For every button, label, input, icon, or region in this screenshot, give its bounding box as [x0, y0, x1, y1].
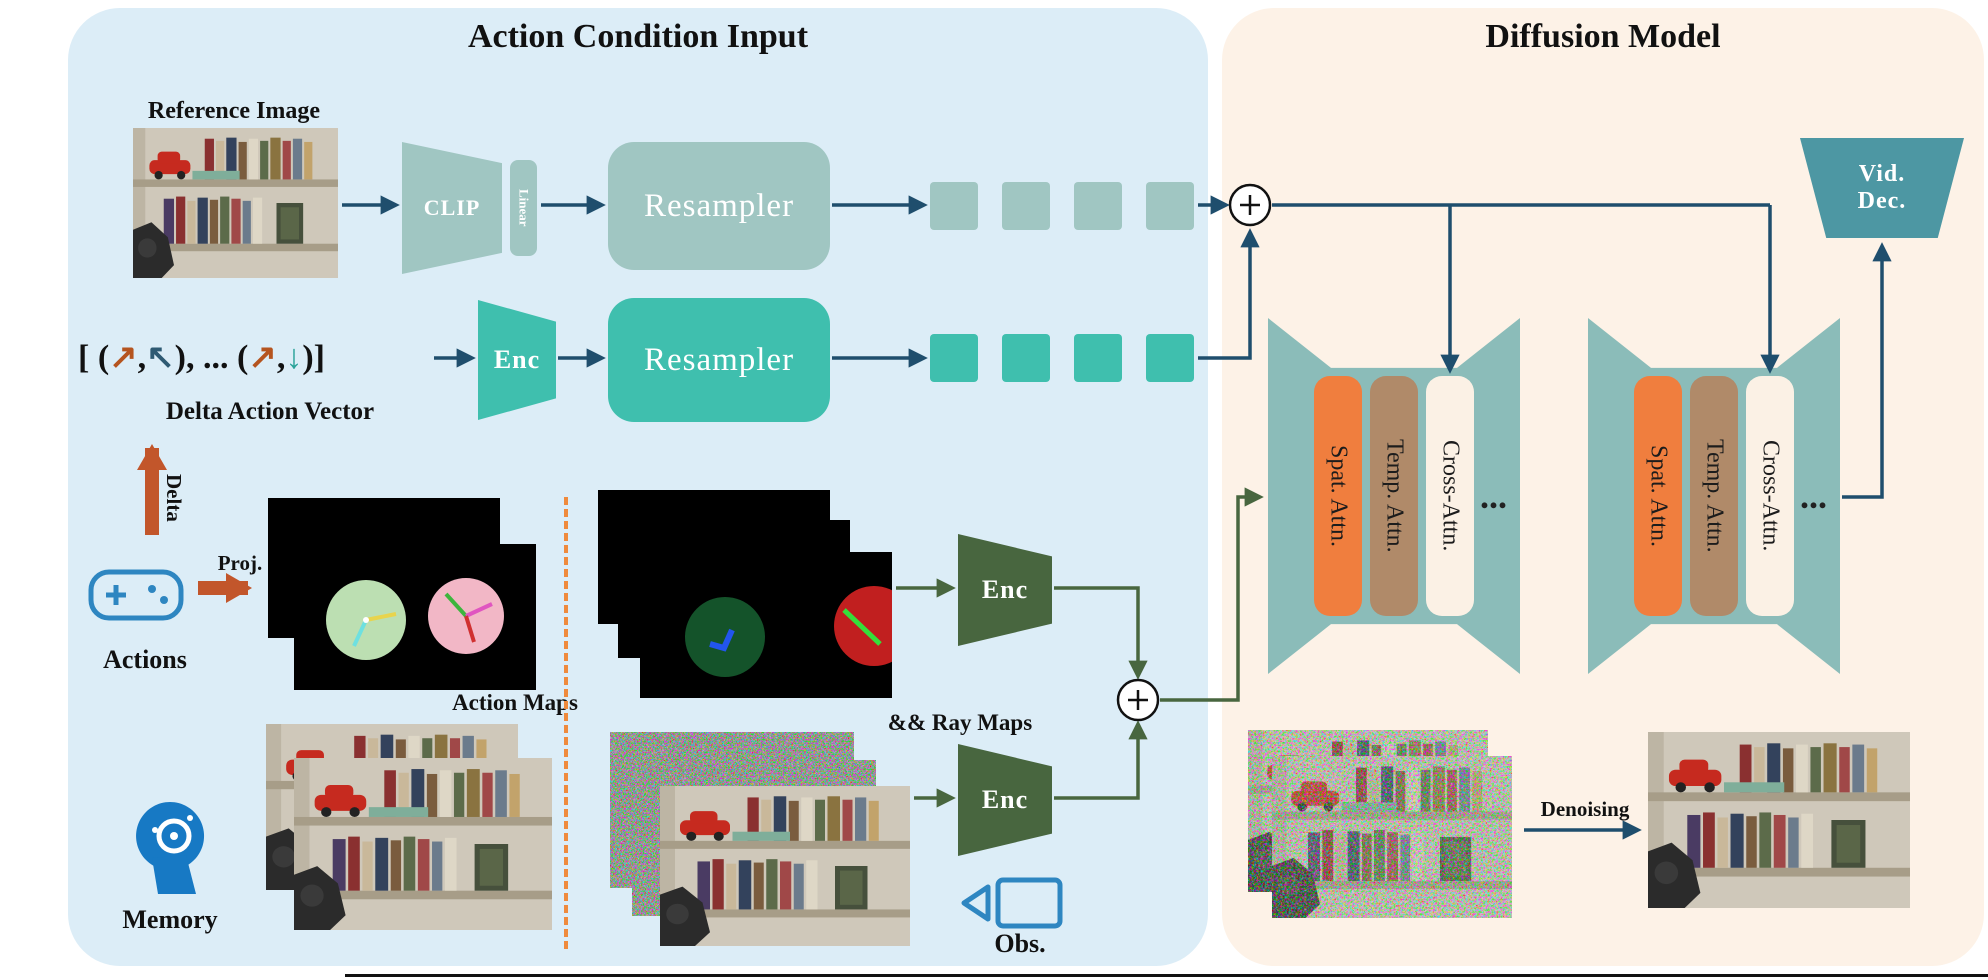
action-condition-title: Action Condition Input: [467, 18, 809, 55]
denoising-label: Denoising: [1540, 797, 1630, 821]
camera-icon: [960, 874, 1066, 932]
memory-label: Memory: [122, 905, 218, 934]
ellipsis-1: ...: [1480, 476, 1507, 516]
obs-encoder-label: Enc: [981, 785, 1029, 814]
linear-projection: Linear: [510, 160, 537, 256]
obs-photo-front: [660, 786, 910, 946]
ellipsis-mid: ), ... (: [174, 339, 249, 376]
ray-maps-label: && Ray Maps: [887, 710, 1033, 735]
ray-map-frame-front: [640, 552, 892, 698]
action-encoder-label: Enc: [493, 345, 541, 374]
image-token: [1074, 182, 1122, 230]
obs-encoder: Enc: [958, 744, 1052, 856]
spatial-attention-label: Spat. Attn.: [1325, 444, 1352, 547]
temporal-attention-label: Temp. Attn.: [1381, 439, 1408, 553]
action-token: [1146, 334, 1194, 382]
action-token: [930, 334, 978, 382]
actions-label: Actions: [103, 645, 187, 674]
ellipsis-2: ...: [1800, 476, 1827, 516]
temporal-attention-1: Temp. Attn.: [1370, 376, 1418, 616]
temporal-attention-label: Temp. Attn.: [1701, 439, 1728, 553]
action-resampler-label: Resampler: [643, 341, 795, 378]
ray-map-art: [685, 586, 892, 677]
obs-label: Obs.: [994, 929, 1046, 958]
game-controller-icon: [86, 556, 186, 632]
bracket-open: [ (: [78, 339, 110, 376]
delta-action-vector-label: Delta Action Vector: [165, 398, 375, 425]
memory-icon: [130, 800, 210, 896]
image-token: [1146, 182, 1194, 230]
temporal-attention-2: Temp. Attn.: [1690, 376, 1738, 616]
image-resampler: Resampler: [608, 142, 830, 270]
video-decoder-label-line2: Dec.: [1857, 188, 1907, 214]
bookshelf-photo-art: [133, 128, 338, 278]
proj-arrow-label: Proj.: [217, 551, 263, 575]
cross-attention-label: Cross-Attn.: [1757, 440, 1784, 552]
cross-attention-1: Cross-Attn.: [1426, 376, 1474, 616]
comma: ,: [137, 339, 147, 376]
video-decoder-label-line1: Vid.: [1858, 161, 1906, 187]
video-decoder: Vid. Dec.: [1800, 138, 1964, 238]
image-token: [930, 182, 978, 230]
reference-image: [133, 128, 338, 278]
spatial-attention-1: Spat. Attn.: [1314, 376, 1362, 616]
spatial-attention-label: Spat. Attn.: [1645, 444, 1672, 547]
spatial-attention-2: Spat. Attn.: [1634, 376, 1682, 616]
down-arrow-glyph: ↓: [285, 339, 303, 376]
action-maps-encoder-label: Enc: [981, 575, 1029, 604]
clip-encoder: CLIP: [402, 142, 502, 274]
reference-image-label: Reference Image: [147, 98, 321, 124]
dashed-divider: [564, 497, 568, 949]
linear-label: Linear: [516, 189, 532, 227]
cross-attention-label: Cross-Attn.: [1437, 440, 1464, 552]
clip-label: CLIP: [423, 195, 481, 220]
figure-bottom-rule: [345, 974, 1988, 977]
denoised-output-image: [1648, 732, 1910, 908]
noisy-latent-front: [1272, 756, 1512, 918]
bracket-close: )]: [302, 339, 325, 376]
cross-attention-2: Cross-Attn.: [1746, 376, 1794, 616]
action-maps-encoder: Enc: [958, 534, 1052, 646]
action-token: [1074, 334, 1122, 382]
comma: ,: [276, 339, 286, 376]
up-left-arrow-glyph: ↖: [146, 339, 175, 376]
image-token: [1002, 182, 1050, 230]
image-resampler-label: Resampler: [643, 187, 795, 224]
diffusion-model-title: Diffusion Model: [1485, 18, 1721, 55]
up-right-arrow-glyph: ↗: [109, 339, 138, 376]
action-resampler: Resampler: [608, 298, 830, 422]
action-map-art: [326, 578, 504, 660]
up-right-arrow-glyph: ↗: [248, 339, 277, 376]
delta-arrow-label: Delta: [162, 473, 187, 522]
action-maps-label: Action Maps: [452, 690, 578, 715]
action-token: [1002, 334, 1050, 382]
action-encoder: Enc: [478, 300, 556, 420]
memory-photo-front: [294, 758, 552, 930]
delta-action-vector-expression: [ (↗,↖), ... (↗,↓)]: [78, 332, 325, 384]
action-map-frame-front: [294, 544, 536, 690]
